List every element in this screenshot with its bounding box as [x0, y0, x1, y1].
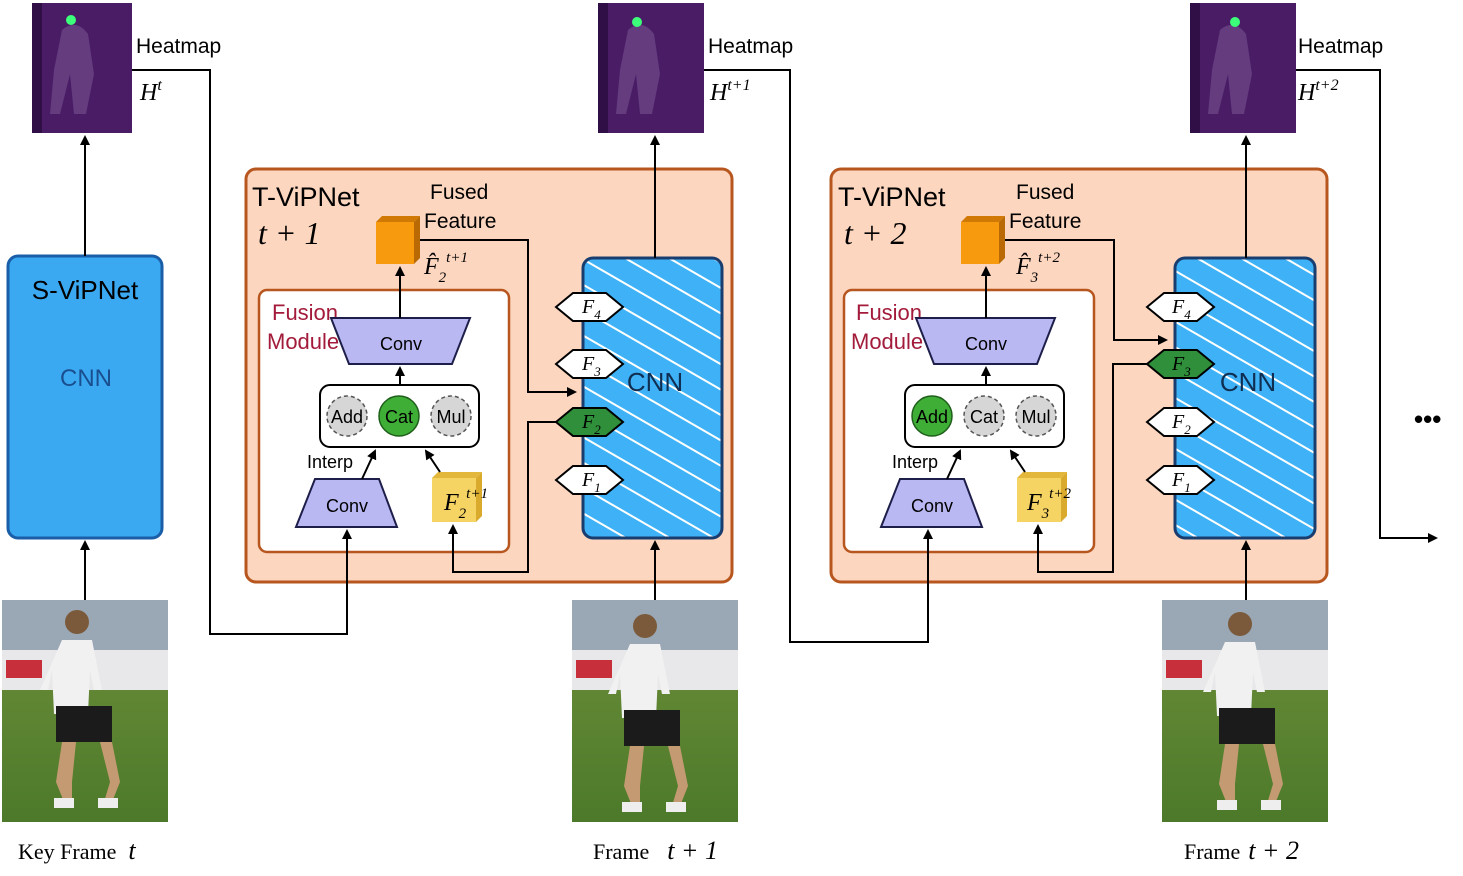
heatmap-t-plus-1: Heatmap Ht+1 [598, 3, 793, 133]
conv-top-label: Conv [380, 334, 422, 354]
ellipsis: ••• [1414, 404, 1441, 434]
op-add-label: Add [331, 407, 363, 427]
svg-text:F3: F3 [581, 353, 601, 379]
fused-feature-label: Feature [1009, 210, 1081, 233]
svg-text:F4: F4 [581, 296, 601, 322]
t-vipnet-t-plus-1: T-ViPNet t + 1 Fused Feature F̂2t+1 Fusi… [244, 167, 734, 584]
fusion-module-label: Fusion [856, 300, 922, 325]
fused-feature-symbol: F̂3t+2 [1015, 250, 1060, 286]
op-mul-label: Mul [1021, 407, 1050, 427]
op-cat-label: Cat [385, 407, 413, 427]
fused-feature-label: Feature [424, 210, 496, 233]
t-vipnet-cnn-label: CNN [627, 367, 683, 397]
svg-text:F1: F1 [1171, 469, 1191, 495]
stage-diamond: F1 [1145, 465, 1216, 495]
svg-text:F4: F4 [1171, 296, 1191, 322]
heatmap-t: Heatmap Ht [32, 3, 221, 133]
stage-diamond: F3 [554, 349, 625, 379]
stage-diamond-active: F3 [1145, 349, 1216, 379]
stage-diamond: F2 [1145, 407, 1216, 437]
interp-label: Interp [307, 452, 353, 472]
heatmap-label: Heatmap [1298, 35, 1383, 58]
t-vipnet-cnn [581, 256, 724, 540]
connectors [80, 69, 1438, 643]
t-vipnet-t-plus-2: T-ViPNet t + 2 Fused Feature F̂3t+2 Fusi… [829, 167, 1329, 584]
s-vipnet-title: S-ViPNet [32, 275, 139, 305]
t-vipnet-title: T-ViPNet [838, 182, 946, 212]
conv-bottom [294, 478, 399, 528]
interp-label: Interp [892, 452, 938, 472]
fused-feature-label: Fused [430, 181, 488, 204]
stage-diamond: F1 [554, 465, 625, 495]
heatmap-symbol: Ht+1 [709, 77, 751, 106]
fused-feature-cube [961, 216, 1005, 264]
frame-image-t-plus-1 [572, 600, 738, 822]
feature-cube [1017, 472, 1067, 522]
conv-top [914, 317, 1057, 365]
op-cat-label: Cat [970, 407, 998, 427]
op-mul [1015, 395, 1057, 437]
svg-text:F3: F3 [1171, 353, 1191, 379]
frame-image-t-plus-2 [1162, 600, 1328, 822]
conv-top-label: Conv [965, 334, 1007, 354]
feature-symbol: F2t+1 [443, 486, 488, 522]
svg-text:F1: F1 [581, 469, 601, 495]
heatmap-label: Heatmap [708, 35, 793, 58]
heatmap-symbol: Ht+2 [1297, 77, 1339, 106]
op-add-label: Add [916, 407, 948, 427]
fused-feature-label: Fused [1016, 181, 1074, 204]
svg-text:F2: F2 [581, 411, 601, 437]
stage-diamond: F4 [1145, 292, 1216, 322]
frame-image-key [2, 600, 168, 822]
stage-diamond: F4 [554, 292, 625, 322]
t-vipnet-time: t + 1 [258, 215, 320, 251]
conv-top [329, 317, 472, 365]
t-vipnet-time: t + 2 [844, 215, 906, 251]
heatmap-label: Heatmap [136, 35, 221, 58]
feature-cube [432, 472, 482, 522]
fusion-module-label: Module [267, 329, 339, 354]
conv-bottom-label: Conv [911, 496, 953, 516]
op-cat [378, 395, 420, 437]
heatmap-symbol: Ht [139, 77, 162, 106]
conv-bottom-label: Conv [326, 496, 368, 516]
op-mul [430, 395, 472, 437]
t-vipnet-title: T-ViPNet [252, 182, 360, 212]
fused-feature-cube [376, 216, 420, 264]
fusion-module-label: Module [851, 329, 923, 354]
s-vipnet-block: S-ViPNet CNN [6, 254, 164, 540]
fused-feature-symbol: F̂2t+1 [423, 250, 468, 286]
fusion-module-label: Fusion [272, 300, 338, 325]
stage-diamond-active: F2 [554, 407, 625, 437]
heatmap-t-plus-2: Heatmap Ht+2 [1190, 3, 1383, 133]
op-mul-label: Mul [436, 407, 465, 427]
op-add [326, 395, 368, 437]
op-add [911, 395, 953, 437]
feature-symbol: F3t+2 [1026, 486, 1071, 522]
op-cat [963, 395, 1005, 437]
svg-text:F2: F2 [1171, 411, 1191, 437]
conv-bottom [879, 478, 984, 528]
t-vipnet-cnn-label: CNN [1220, 367, 1276, 397]
s-vipnet-cnn-label: CNN [60, 365, 112, 392]
